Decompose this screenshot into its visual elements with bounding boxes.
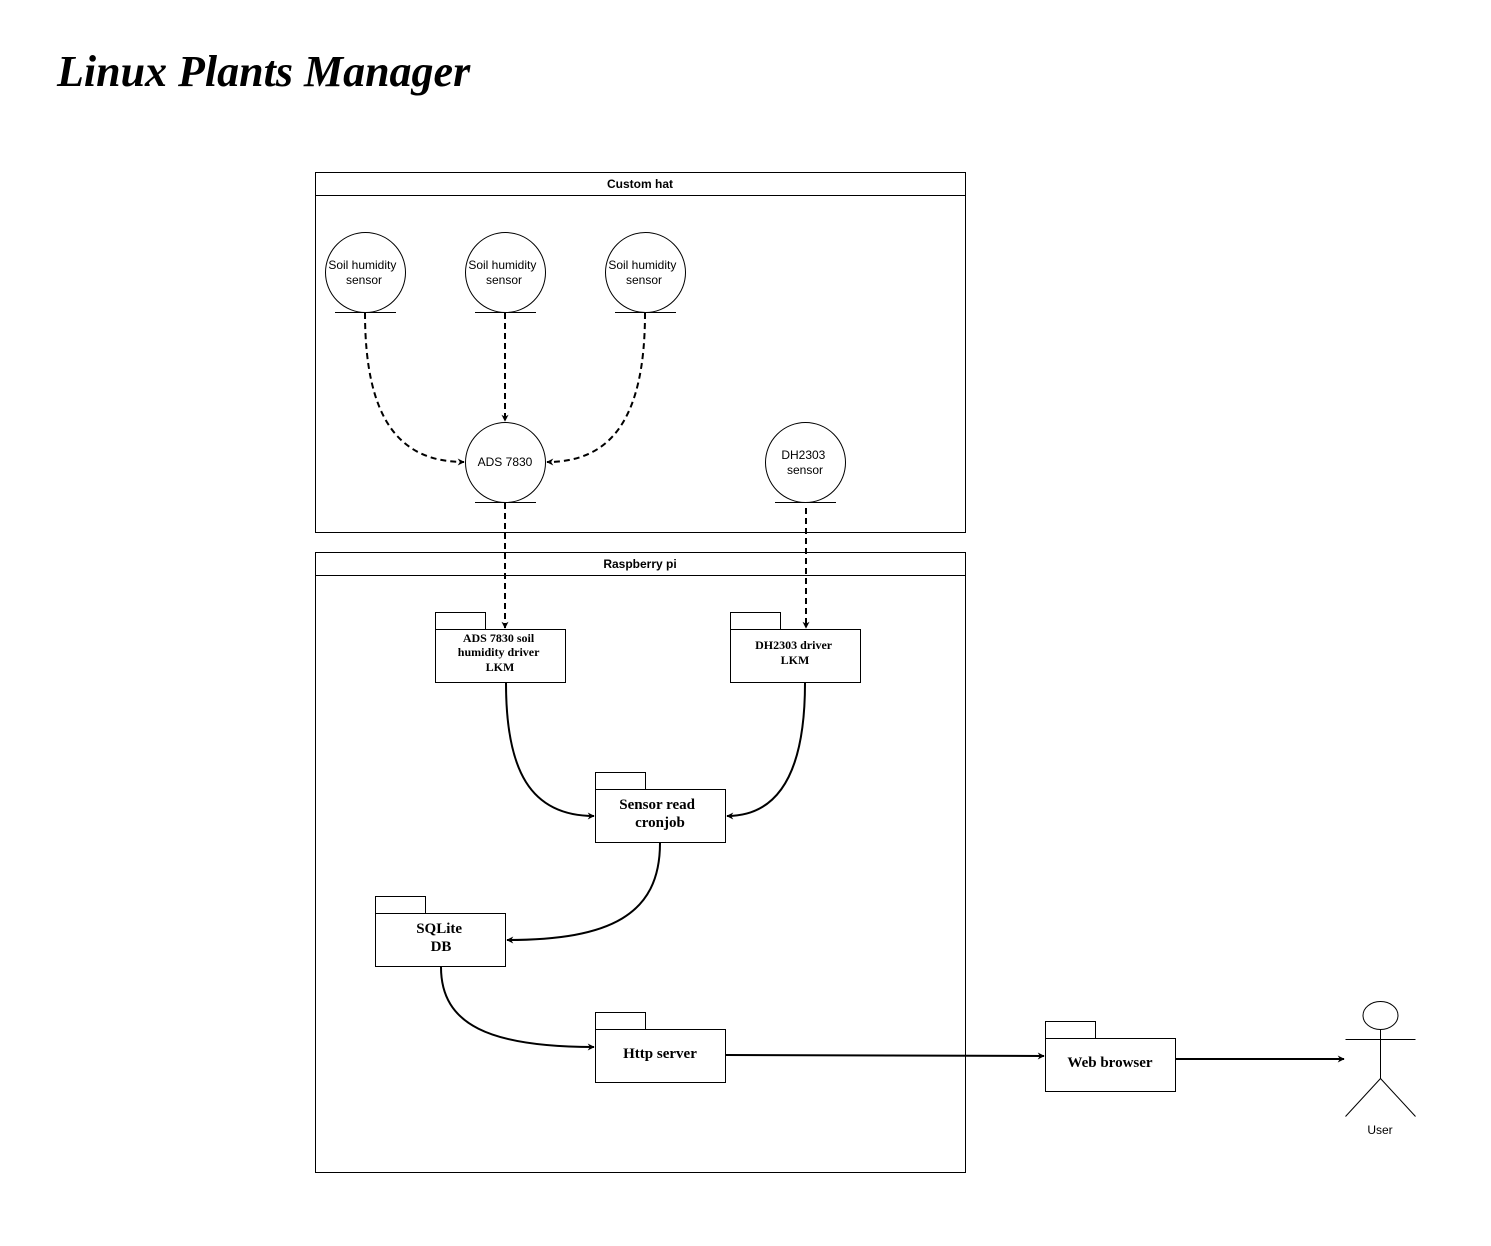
user-actor[interactable]: User — [1345, 1001, 1416, 1138]
raspberry-pi-title: Raspberry pi — [603, 557, 676, 571]
soil-sensor-3[interactable]: Soil humidity sensor — [605, 232, 686, 313]
sqlite-package[interactable]: SQLite DB — [375, 896, 506, 967]
dh-driver-package[interactable]: DH2303 driver LKM — [730, 612, 861, 683]
custom-hat-container[interactable]: Custom hat — [315, 172, 966, 533]
http-server-label: Http server — [623, 1046, 697, 1062]
ads-driver-label: ADS 7830 soil humidity driver LKM — [458, 631, 542, 674]
edge-http-to-browser — [725, 1052, 1045, 1060]
edge-sqlite-to-http — [440, 966, 595, 1051]
user-actor-label: User — [1367, 1123, 1392, 1137]
cronjob-label: Sensor read cronjob — [619, 797, 698, 831]
soil-sensor-2[interactable]: Soil humidity sensor — [465, 232, 546, 313]
dh-driver-label: DH2303 driver LKM — [755, 638, 835, 667]
edge-soil3-to-ads — [546, 312, 646, 466]
web-browser-package[interactable]: Web browser — [1045, 1021, 1176, 1092]
soil-sensor-1-label: Soil humidity sensor — [328, 258, 399, 287]
actor-head-icon — [1362, 1001, 1399, 1030]
custom-hat-title: Custom hat — [607, 177, 673, 191]
ads-driver-package[interactable]: ADS 7830 soil humidity driver LKM — [435, 612, 566, 683]
ads-7830-node[interactable]: ADS 7830 — [465, 422, 546, 503]
edge-ads-driver-to-cronjob — [505, 682, 595, 820]
http-server-package[interactable]: Http server — [595, 1012, 726, 1083]
dh2303-sensor[interactable]: DH2303 sensor — [765, 422, 846, 503]
dh2303-sensor-label: DH2303 sensor — [781, 448, 828, 477]
soil-sensor-1[interactable]: Soil humidity sensor — [325, 232, 406, 313]
soil-sensor-2-label: Soil humidity sensor — [468, 258, 539, 287]
soil-sensor-3-label: Soil humidity sensor — [608, 258, 679, 287]
sqlite-label: SQLite DB — [416, 921, 466, 955]
ads-7830-label: ADS 7830 — [478, 455, 533, 469]
cronjob-package[interactable]: Sensor read cronjob — [595, 772, 726, 843]
web-browser-label: Web browser — [1067, 1055, 1152, 1071]
page-title: Linux Plants Manager — [56, 47, 471, 96]
edge-dh-driver-to-cronjob — [726, 682, 806, 820]
edge-soil1-to-ads — [364, 312, 465, 466]
edges — [364, 312, 1345, 1063]
edge-cronjob-to-sqlite — [506, 842, 661, 944]
